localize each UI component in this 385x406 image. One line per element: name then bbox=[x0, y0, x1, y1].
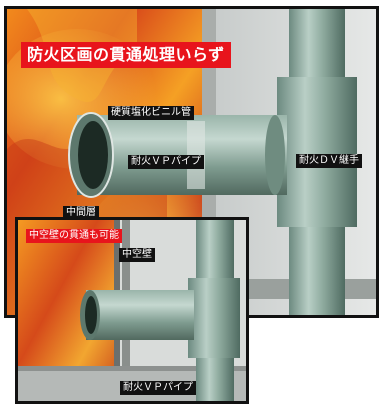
inset-headline: 中空壁の貫通も可能 bbox=[26, 229, 122, 243]
inset-pipe-illustration bbox=[18, 220, 246, 401]
label-inset-fireproof-vp-pipe: 耐火ＶＰパイプ bbox=[120, 381, 196, 395]
label-middle-layer: 中間層 bbox=[63, 206, 99, 220]
headline-banner: 防火区画の貫通処理いらず bbox=[21, 42, 231, 68]
label-hollow-wall: 中空壁 bbox=[119, 248, 155, 262]
inset-illustration-panel: 中空壁の貫通も可能 中空壁 耐火ＶＰパイプ bbox=[15, 217, 249, 404]
label-fireproof-vp-pipe: 耐火ＶＰパイプ bbox=[128, 155, 204, 169]
label-pvc-pipe: 硬質塩化ビニル管 bbox=[108, 106, 194, 120]
label-fireproof-dv-joint: 耐火ＤＶ継手 bbox=[296, 154, 362, 168]
